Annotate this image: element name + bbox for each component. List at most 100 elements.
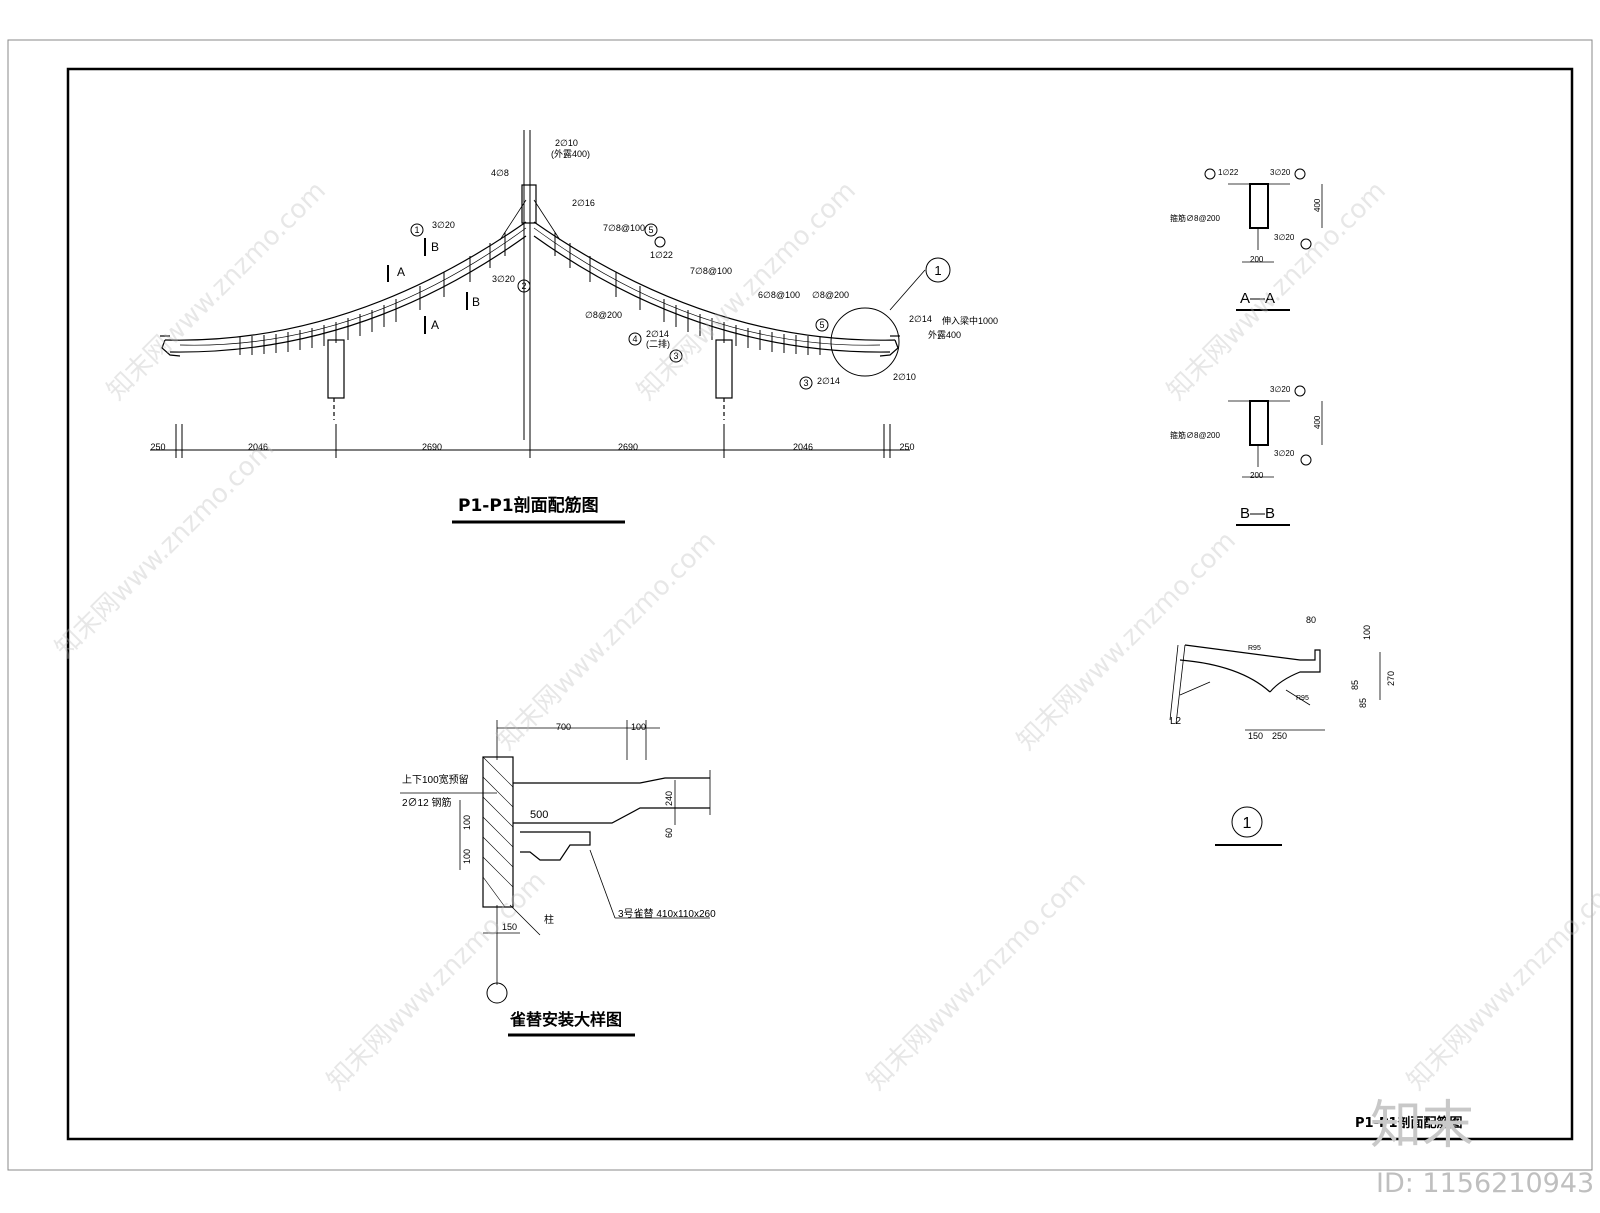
roof-dimensions: 250 2046 2690 2690 2046 250 [150,442,914,452]
aa-top: 3∅20 [1270,168,1291,177]
bb-title: B—B [1240,505,1275,522]
watermark-text-1: 知末网www.znzmo.com [101,176,332,407]
label-eave-210: 2∅10 [893,372,916,382]
bk-note4: 柱 [544,913,554,926]
dim-3: 2690 [618,442,638,452]
label-right-214-sub: (二排) [646,338,670,349]
watermark-text-7: 知末网www.znzmo.com [321,866,552,1097]
d1-title: 1 [1243,815,1252,832]
section-aa-labels: 1∅22 3∅20 3∅20 箍筋∅8@200 400 200 A—A [1170,168,1322,307]
label-right-stirrup3: 6∅8@100 [758,290,800,300]
d1-dim-b1: 250 [1272,731,1287,741]
roof-labels: 2∅10 (外露400) 4∅8 2∅16 3∅20 3∅20 7∅8@100 … [397,138,998,386]
d1-dim-top: 80 [1306,615,1316,625]
label-eave-214b: 2∅14 [817,376,840,386]
cut-label-a1: A [397,265,405,279]
aa-height: 400 [1313,198,1322,212]
d1-dim-r3: 270 [1386,671,1396,686]
label-right-stirrup2: 7∅8@100 [690,266,732,276]
bk-dim-100a: 100 [462,815,472,830]
d1-label: L2 [1170,716,1182,727]
cut-label-b1: B [431,240,439,254]
callout-1: 1 [414,225,419,235]
callout-2: 2 [521,281,526,291]
bb-top: 3∅20 [1270,385,1291,394]
watermark-id: ID: 1156210943 [1376,1168,1594,1199]
d1-dim-r1: 85 [1350,680,1360,690]
bk-note3: 3号雀替 410x110x260 [618,907,716,920]
section-bb [1228,385,1323,526]
label-right-stirrup1: 7∅8@100 [603,223,645,233]
sheet-title: P1-P1剖面配筋图 [1355,1115,1463,1131]
label-ridge-left: 4∅8 [491,168,509,178]
dim-0: 250 [150,442,165,452]
bk-dim-500: 500 [530,809,548,821]
label-ridge-right: 2∅16 [572,198,595,208]
cut-label-b2: B [472,295,480,309]
bk-dim-60: 60 [664,828,674,838]
callout-3b: 3 [803,378,808,388]
bk-dim-240: 240 [664,791,674,806]
label-ridge-top-sub: (外露400) [551,148,590,159]
sheet-inner-border [66,67,1574,1141]
watermark-text-9: 知末网www.znzmo.com [1401,866,1600,1097]
label-left-top: 3∅20 [432,220,455,230]
label-right-122: 1∅22 [650,250,673,260]
watermark: 知末网www.znzmo.com 知末网www.znzmo.com 知末网www… [50,176,1600,1199]
bk-note2: 2∅12 钢筋 [402,796,451,809]
watermark-text-8: 知末网www.znzmo.com [861,866,1092,1097]
label-right-stirrup4: ∅8@200 [812,290,849,300]
bb-stirrup: 箍筋∅8@200 [1170,430,1220,440]
cut-label-a2: A [431,318,439,332]
callout-5b: 5 [819,320,824,330]
watermark-text-6: 知末网www.znzmo.com [1011,526,1242,757]
label-eave-note1: 伸入梁中1000 [942,315,998,326]
d1-dim-b0: 150 [1248,731,1263,741]
bk-dim-700: 700 [556,722,571,732]
aa-title: A—A [1240,290,1275,307]
dim-5: 250 [899,442,914,452]
label-right-214: 2∅14 [646,329,669,339]
bb-bot: 3∅20 [1274,449,1295,458]
roof-section [150,130,951,524]
label-right-stirrup5: ∅8@200 [585,310,622,320]
watermark-text-4: 知末网www.znzmo.com [50,433,281,664]
watermark-text-5: 知末网www.znzmo.com [491,526,722,757]
bracket-detail [400,720,711,1037]
bracket-title: 雀替安装大样图 [509,1010,622,1029]
roof-callout-circles [410,223,829,390]
section-bb-labels: 3∅20 3∅20 箍筋∅8@200 400 200 B—B [1170,385,1322,522]
bk-note1: 上下100宽预留 [402,773,469,786]
bb-height: 400 [1313,415,1322,429]
label-ridge-top: 2∅10 [555,138,578,148]
callout-detail-1: 1 [934,263,941,278]
bk-dim-150: 150 [502,922,517,932]
aa-bot: 3∅20 [1274,233,1295,242]
callout-3a: 3 [673,351,678,361]
watermark-logo: 知末 [1370,1096,1474,1156]
bb-width: 200 [1250,471,1264,480]
dim-1: 2046 [248,442,268,452]
aa-width: 200 [1250,255,1264,264]
dim-2: 2690 [422,442,442,452]
bk-dim-100: 100 [631,722,646,732]
d1-dim-r2: 85 [1358,698,1368,708]
callout-5a: 5 [648,225,653,235]
section-aa [1204,168,1323,311]
aa-tie: 1∅22 [1218,168,1239,177]
callout-4: 4 [632,334,637,344]
bk-dim-100b: 100 [462,849,472,864]
aa-stirrup: 箍筋∅8@200 [1170,213,1220,223]
main-section-title: P1-P1剖面配筋图 [458,495,599,516]
label-eave-note2: 外露400 [928,329,961,340]
roof-callout-numbers: 1 2 5 4 3 5 3 1 [414,225,941,388]
dim-4: 2046 [793,442,813,452]
d1-r2: R95 [1296,695,1309,702]
bracket-labels: 700 100 240 60 500 100 100 150 上下100宽预留 … [402,722,716,1029]
detail-1 [1169,644,1381,846]
watermark-text-3: 知末网www.znzmo.com [1161,176,1392,407]
label-left-mid: 3∅20 [492,274,515,284]
sheet-outer-border [7,39,1593,1171]
d1-r1: R95 [1248,645,1261,652]
